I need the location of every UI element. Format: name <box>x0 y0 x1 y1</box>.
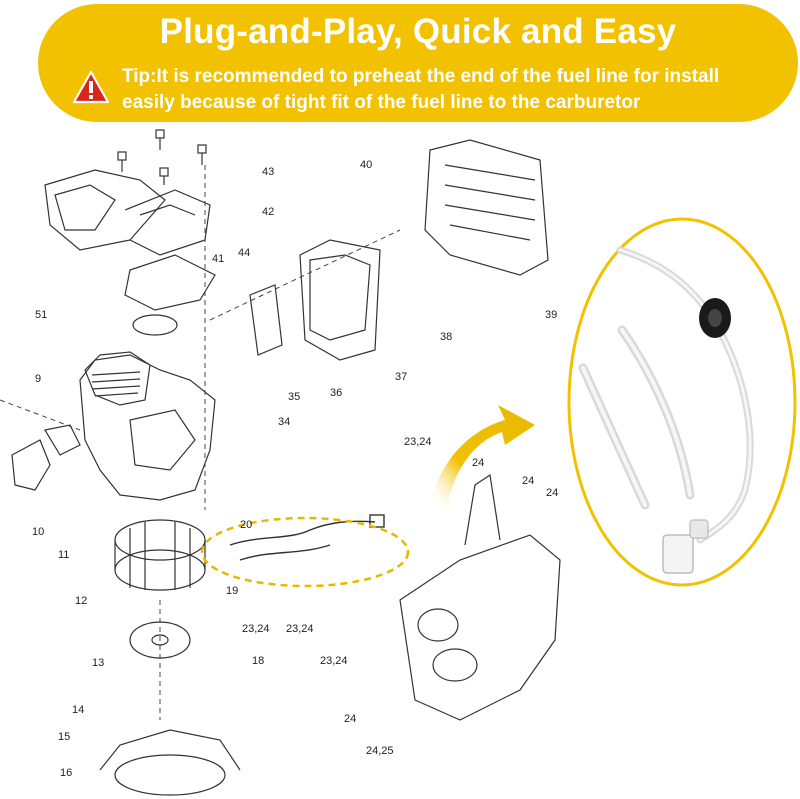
part-label-24-a: 24 <box>472 457 484 469</box>
part-label-10: 10 <box>32 526 44 538</box>
banner-title: Plug-and-Play, Quick and Easy <box>159 12 677 51</box>
muffler-gasket <box>249 284 283 356</box>
part-label-23-24-b: 23,24 <box>286 623 314 635</box>
tip-text-line-1: Tip:It is recommended to preheat the end… <box>122 66 720 87</box>
part-label-24-b: 24 <box>522 475 534 487</box>
part-label-14: 14 <box>72 704 84 716</box>
curved-arrow <box>430 405 535 505</box>
part-label-38: 38 <box>440 331 452 343</box>
part-label-13: 13 <box>92 657 104 669</box>
part-label-20: 20 <box>240 519 252 531</box>
part-label-51: 51 <box>35 309 47 321</box>
tip-text-line-2: easily because of tight fit of the fuel … <box>122 92 641 113</box>
dashed-axis-lines <box>0 165 401 720</box>
part-label-11: 11 <box>58 549 69 561</box>
part-label-40: 40 <box>360 159 372 171</box>
part-label-36: 36 <box>330 387 342 399</box>
product-photo <box>567 217 797 587</box>
part-label-34: 34 <box>278 416 290 428</box>
gasket <box>124 254 216 311</box>
part-label-42: 42 <box>262 206 274 218</box>
part-label-35: 35 <box>288 391 300 403</box>
part-label-41: 41 <box>212 253 224 265</box>
warning-triangle-icon <box>72 70 110 104</box>
part-label-43: 43 <box>262 166 274 178</box>
fuel-tank <box>399 473 561 721</box>
part-label-9: 9 <box>35 373 41 385</box>
muffler-cover <box>424 139 549 276</box>
part-label-19: 19 <box>226 585 238 597</box>
part-label-37: 37 <box>395 371 407 383</box>
fuel-line-highlight-ellipse <box>200 516 410 588</box>
part-label-15: 15 <box>58 731 70 743</box>
title-banner: Plug-and-Play, Quick and Easy Tip:It is … <box>38 4 798 122</box>
part-label-24-d: 24 <box>344 713 356 725</box>
part-label-23-24-a: 23,24 <box>242 623 270 635</box>
bolts-top <box>117 129 207 185</box>
bottom-housing <box>99 729 241 796</box>
part-label-23-24-c: 23,24 <box>320 655 348 667</box>
flywheel <box>114 519 206 591</box>
part-label-24-25: 24,25 <box>366 745 394 757</box>
part-label-23-24-top: 23,24 <box>404 436 432 448</box>
engine-block <box>44 351 216 501</box>
top-cover <box>44 169 211 256</box>
muffler-body <box>299 239 381 361</box>
part-label-16: 16 <box>60 767 72 779</box>
part-labels: 43 42 44 41 51 40 39 38 37 36 35 34 9 10… <box>32 159 558 779</box>
connector-part <box>11 439 51 491</box>
part-label-12: 12 <box>75 595 87 607</box>
hub-part <box>132 314 178 336</box>
part-label-44: 44 <box>238 247 250 259</box>
part-label-39: 39 <box>545 309 557 321</box>
part-label-18: 18 <box>252 655 264 667</box>
part-label-24-c: 24 <box>546 487 558 499</box>
